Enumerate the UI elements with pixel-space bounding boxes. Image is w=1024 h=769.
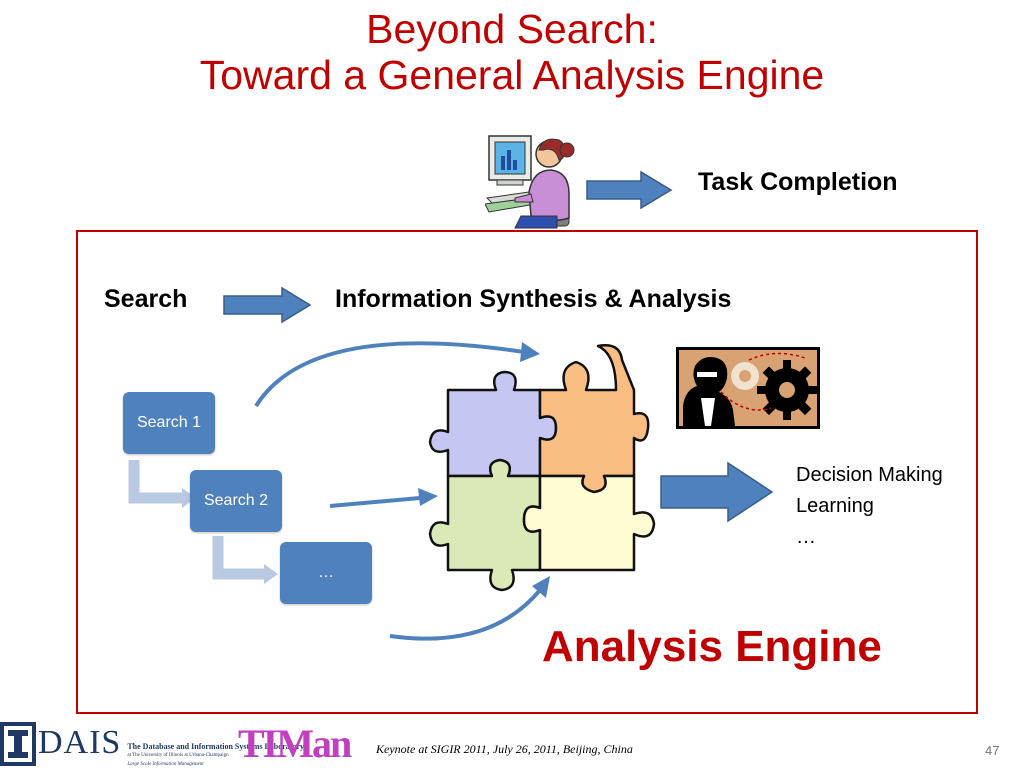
dais-letters: DAIS (38, 724, 122, 761)
output-item: Decision Making (796, 464, 943, 486)
output-item: … (796, 526, 816, 548)
page-number: 47 (985, 743, 1000, 758)
title-line-1: Beyond Search: (366, 6, 658, 52)
illinois-i-icon (0, 722, 36, 766)
output-arrow (660, 461, 774, 523)
timan-text: TIMan (238, 721, 352, 766)
search-step-1: Search 1 (123, 392, 215, 454)
dais-line-1: The Database and Information Systems Lab… (127, 742, 305, 751)
title-line-2: Toward a General Analysis Engine (199, 52, 825, 98)
task-arrow (586, 170, 673, 210)
step-connectors (128, 460, 278, 584)
synthesis-label: Information Synthesis & Analysis (335, 285, 732, 313)
user-at-computer-icon (485, 135, 575, 229)
slide-title: Beyond Search: Toward a General Analysis… (0, 6, 1024, 98)
puzzle-icon (428, 344, 656, 592)
analysis-engine-frame (76, 230, 978, 714)
timan-logo: TIMan (238, 720, 352, 767)
curved-arrows (254, 341, 550, 641)
analysis-engine-label: Analysis Engine (542, 622, 882, 671)
search-step-2-label: Search 2 (203, 492, 269, 509)
dais-line-2: at The University of Illinois at Urbana-… (127, 753, 229, 758)
search-label: Search (104, 285, 188, 313)
search-step-more-label: … (318, 564, 334, 581)
search-step-1-label: Search 1 (136, 414, 202, 431)
output-item: Learning (796, 495, 874, 517)
search-to-synthesis-arrow (223, 286, 312, 324)
dais-line-3: Large Scale Information Management (127, 762, 204, 767)
thinking-gears-icon (676, 347, 820, 429)
search-step-2: Search 2 (190, 470, 282, 532)
outputs-list: Decision Making Learning … (796, 460, 943, 553)
search-step-more: … (280, 542, 372, 604)
dais-logo: DAIS The Database and Information System… (0, 722, 304, 769)
footer-text: Keynote at SIGIR 2011, July 26, 2011, Be… (376, 742, 633, 756)
task-completion-label: Task Completion (698, 168, 898, 196)
